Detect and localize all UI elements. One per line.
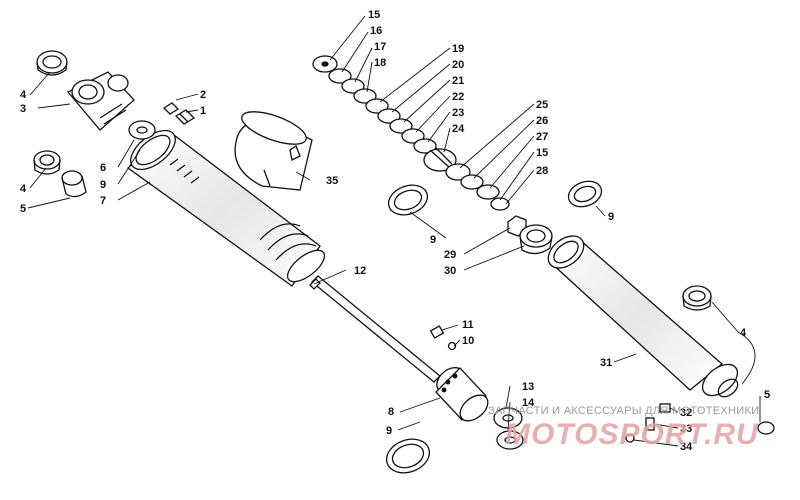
callout-15-lower: 15 <box>536 147 548 159</box>
callout-35: 35 <box>326 175 338 187</box>
callout-23: 23 <box>452 107 464 119</box>
callout-19: 19 <box>452 43 464 55</box>
pin-11 <box>429 325 445 339</box>
callout-9-upper-right: 9 <box>608 211 614 223</box>
cap-34 <box>625 433 635 443</box>
callout-1: 1 <box>200 105 206 117</box>
seal-ring-upper-right <box>567 180 603 208</box>
callout-11: 11 <box>462 319 474 331</box>
reservoir-cap-30 <box>519 224 553 255</box>
callout-20: 20 <box>452 59 464 71</box>
callout-6: 6 <box>100 162 106 174</box>
callout-8: 8 <box>388 406 394 418</box>
bushing-lower-left <box>33 150 61 175</box>
callout-13: 13 <box>522 381 534 393</box>
ball-10 <box>447 341 457 351</box>
callout-18: 18 <box>374 57 386 69</box>
callout-16: 16 <box>370 25 382 37</box>
washer-6 <box>128 120 156 140</box>
callout-31: 31 <box>600 357 612 369</box>
leader-lines <box>27 15 761 447</box>
washer-14 <box>496 430 524 450</box>
shim-stack <box>312 55 510 211</box>
callout-30: 30 <box>444 265 456 277</box>
piston-assembly-8 <box>435 367 489 422</box>
shock-body-left <box>126 129 326 287</box>
reservoir-body-31 <box>547 235 739 398</box>
sleeve-right <box>757 421 775 435</box>
callout-21: 21 <box>452 75 464 87</box>
callout-3: 3 <box>20 103 26 115</box>
bushing-top-left <box>36 50 68 76</box>
callout-9-bottom: 9 <box>386 425 392 437</box>
callout-15-top: 15 <box>368 9 380 21</box>
callout-5-left: 5 <box>20 203 26 215</box>
callout-24: 24 <box>452 123 465 135</box>
callout-4-right: 4 <box>740 327 747 339</box>
fitting-2 <box>162 102 180 115</box>
callout-25: 25 <box>536 99 548 111</box>
sleeve-lower-left <box>61 170 87 198</box>
callout-32: 32 <box>680 407 692 419</box>
callout-14: 14 <box>522 397 535 409</box>
callout-2: 2 <box>200 89 206 101</box>
callout-27: 27 <box>536 131 548 143</box>
callout-10: 10 <box>462 335 474 347</box>
eyelet-mount-top <box>66 71 135 131</box>
callout-26: 26 <box>536 115 548 127</box>
fitting-1 <box>174 109 196 125</box>
callout-29: 29 <box>444 249 456 261</box>
shaft-12 <box>309 275 441 383</box>
callout-7: 7 <box>100 195 106 207</box>
bushing-right <box>682 285 712 311</box>
callout-22: 22 <box>452 91 464 103</box>
reservoir-cover-35 <box>234 111 313 191</box>
callout-9-middle: 9 <box>430 234 436 246</box>
callout-34: 34 <box>680 441 693 453</box>
callout-5-right: 5 <box>764 389 770 401</box>
callout-12: 12 <box>354 265 366 277</box>
callout-9-left: 9 <box>100 179 106 191</box>
callout-4-lower: 4 <box>20 183 27 195</box>
callout-labels: 1 2 3 4 4 4 5 5 6 7 8 9 9 9 9 10 11 12 1… <box>20 9 770 453</box>
watermark-logo: MOTOSPORT.RU <box>505 418 759 451</box>
callout-28: 28 <box>536 165 548 177</box>
watermark-text: ЗАПЧАСТИ И АКСЕССУАРЫ ДЛЯ МОТОТЕХНИКИ <box>488 405 760 417</box>
callout-17: 17 <box>374 41 386 53</box>
seal-ring-middle <box>387 184 429 216</box>
callout-4-top: 4 <box>20 89 27 101</box>
callout-33: 33 <box>680 423 692 435</box>
seal-ring-bottom <box>385 438 431 474</box>
